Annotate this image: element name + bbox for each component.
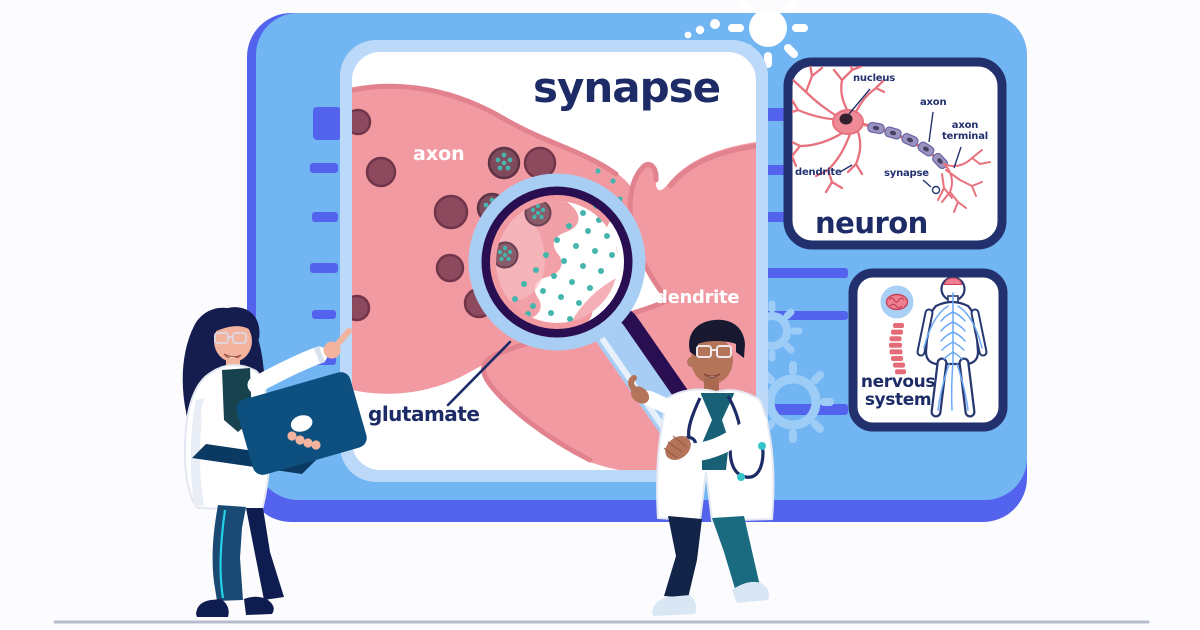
spine-icon [889,323,906,375]
woman-left-hand [287,431,321,450]
neuron-pointer-lines [839,88,962,195]
glutamate-pointer [446,340,512,407]
man-left-hand [663,435,691,460]
nervous-system-panel [848,268,1008,432]
nucleus-shape [839,113,853,125]
human-body-diagram [916,277,988,418]
man-glasses-icon [696,345,732,358]
woman-glasses-icon [214,332,247,344]
nerve-lines [923,292,983,411]
sparkle-dots [684,19,720,39]
woman-legs [196,505,284,617]
axon-terminal-label: axon terminal [941,120,989,142]
ruler-marks-left [310,107,341,365]
myelin-sheath [867,121,948,170]
neuron-dendrite-label: dendrite [795,167,842,178]
main-panel-title: synapse [533,63,721,112]
woman-hair-front [213,307,260,340]
nervous-system-title: nervous system [860,372,936,411]
neuron-diagram [792,66,991,213]
neuron-panel-title: neuron [815,206,928,240]
woman-smile [223,353,242,360]
woman-pointing-arm [247,328,352,394]
neuron-synapse-label: synapse [884,168,929,179]
man-smile [703,373,721,379]
axon-label: axon [413,143,465,165]
gear-doodles [741,300,834,443]
man-hair [689,319,745,358]
man-right-hand [628,375,650,404]
glutamate-dots-in-cleft [512,210,615,322]
laptop [192,372,367,475]
man-legs [652,516,770,616]
dendrite-label: dendrite [655,287,740,308]
glutamate-label: glutamate [368,402,480,426]
man-face [691,336,733,384]
neuron-axon-label: axon [920,97,947,108]
lens-view [496,201,618,323]
scientist-woman [182,307,367,617]
neuron-panel [783,57,1007,250]
doctor-man [628,319,775,616]
nucleus-label: nucleus [853,73,896,84]
brain-icon [880,285,914,319]
